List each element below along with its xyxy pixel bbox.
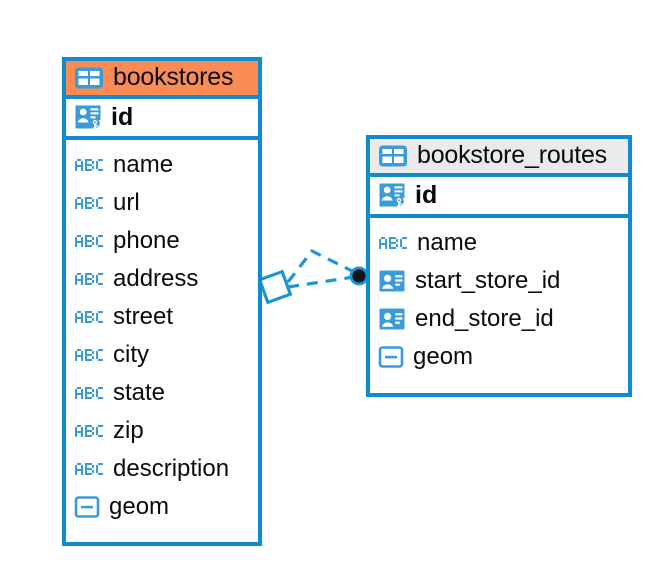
identity-card-icon [378, 305, 406, 333]
field-label: end_store_id [415, 305, 554, 333]
geometry-icon [378, 344, 404, 370]
entity-header-bookstore-routes[interactable]: bookstore_routes [370, 139, 628, 173]
table-icon [74, 66, 104, 90]
abc-text-icon [74, 230, 104, 252]
field-label: start_store_id [415, 267, 561, 295]
field-label: url [113, 189, 140, 217]
field-label: name [113, 151, 174, 179]
field-row-phone[interactable]: phone [74, 222, 250, 260]
abc-text-icon [74, 458, 104, 480]
primary-key-label: id [111, 102, 134, 131]
abc-text-icon [74, 344, 104, 366]
field-label: city [113, 341, 149, 369]
abc-text-icon [74, 192, 104, 214]
identity-key-icon [74, 103, 102, 131]
relationship-line-lower [287, 275, 355, 289]
field-label: name [417, 229, 478, 257]
entity-table-bookstores[interactable]: bookstores [62, 57, 262, 546]
field-label: state [113, 379, 166, 407]
abc-text-icon [74, 382, 104, 404]
field-row-url[interactable]: url [74, 184, 250, 222]
entity-field-list-bookstore-routes: name start_store_id [370, 218, 628, 382]
abc-text-icon [74, 268, 104, 290]
primary-key-label: id [415, 180, 438, 209]
geometry-icon [74, 494, 100, 520]
field-row-name[interactable]: name [74, 146, 250, 184]
abc-text-icon [74, 154, 104, 176]
field-row-start-store-id[interactable]: start_store_id [378, 262, 620, 300]
field-label: geom [413, 343, 474, 371]
field-row-state[interactable]: state [74, 374, 250, 412]
field-row-description[interactable]: description [74, 450, 250, 488]
field-row-name[interactable]: name [378, 224, 620, 262]
identity-key-icon [378, 181, 406, 209]
field-row-zip[interactable]: zip [74, 412, 250, 450]
entity-header-bookstores[interactable]: bookstores [66, 61, 258, 95]
table-icon [378, 144, 408, 168]
field-row-address[interactable]: address [74, 260, 250, 298]
entity-name-label: bookstore_routes [417, 141, 607, 169]
field-row-end-store-id[interactable]: end_store_id [378, 300, 620, 338]
entity-primary-key-row-bookstore-routes[interactable]: id [370, 173, 628, 218]
field-label: zip [113, 417, 144, 445]
field-label: description [113, 455, 230, 483]
abc-text-icon [378, 232, 408, 254]
entity-primary-key-row-bookstores[interactable]: id [66, 95, 258, 140]
field-row-city[interactable]: city [74, 336, 250, 374]
identity-card-icon [378, 267, 406, 295]
field-label: address [113, 265, 199, 293]
entity-field-list-bookstores: name u [66, 140, 258, 532]
field-row-street[interactable]: street [74, 298, 250, 336]
field-row-geom[interactable]: geom [74, 488, 250, 526]
field-label: street [113, 303, 174, 331]
field-row-geom[interactable]: geom [378, 338, 620, 376]
abc-text-icon [74, 306, 104, 328]
relationship-source-diamond-marker [257, 269, 293, 305]
field-label: geom [109, 493, 170, 521]
field-label: phone [113, 227, 180, 255]
abc-text-icon [74, 420, 104, 442]
relationship-line-upper [286, 248, 355, 283]
entity-name-label: bookstores [113, 63, 234, 91]
entity-table-bookstore-routes[interactable]: bookstore_routes [366, 135, 632, 397]
